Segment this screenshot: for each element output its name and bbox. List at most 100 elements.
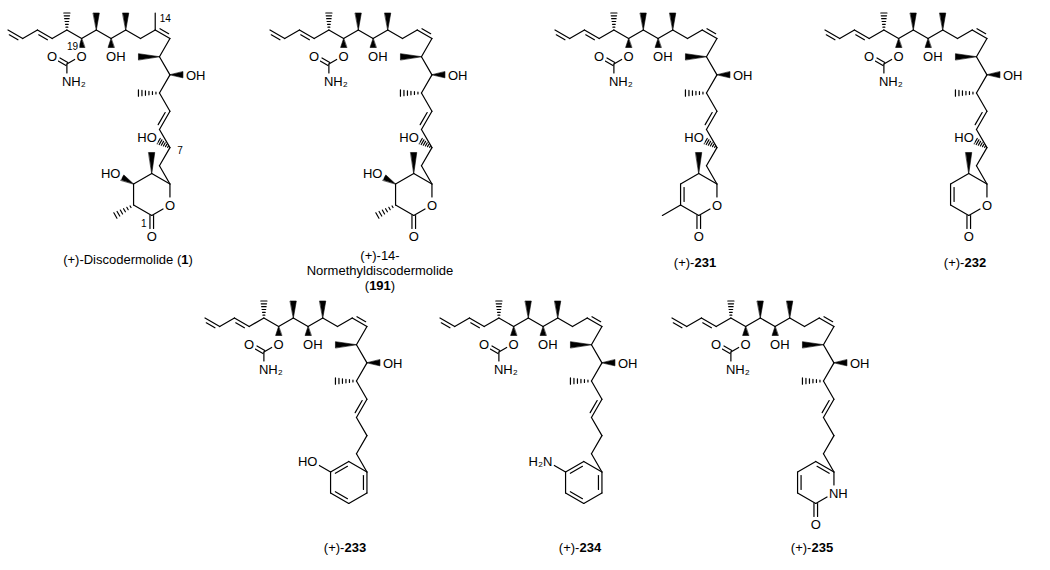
atom-label: O — [146, 230, 158, 243]
bond-line — [856, 35, 865, 40]
bond-line — [986, 184, 987, 197]
atom-label: O — [623, 49, 635, 62]
bond-line — [823, 381, 834, 399]
bond-line — [951, 173, 969, 184]
bond-line — [704, 138, 715, 147]
bond-line — [158, 113, 165, 125]
bond-line — [731, 348, 739, 353]
bond-line — [388, 30, 403, 39]
bond-line — [385, 13, 391, 30]
atom-label: NH — [828, 486, 849, 499]
atom-label: NH₂ — [725, 363, 751, 376]
bond-line — [913, 30, 928, 39]
bond-line — [655, 39, 661, 48]
bond-line — [775, 318, 790, 327]
bond-line — [111, 30, 126, 39]
bond-line — [683, 187, 684, 201]
bond-line — [123, 13, 129, 30]
bond-line — [703, 323, 712, 328]
bond-line — [134, 205, 152, 216]
bond-line — [591, 345, 602, 363]
bond-line — [322, 58, 330, 63]
bond-line — [329, 60, 337, 65]
bond-line — [484, 318, 499, 327]
atom-label: O — [338, 49, 350, 62]
bond-line — [8, 30, 23, 39]
atom-label: NH₂ — [493, 363, 519, 376]
bond-line — [875, 61, 883, 66]
bond-line — [169, 184, 170, 197]
atom-label: HO — [683, 131, 705, 144]
bond-line — [598, 475, 599, 489]
bond-line — [60, 58, 68, 63]
bond-line — [966, 152, 972, 173]
compound-caption: (+)-14- Normethyldiscodermolide (191) — [293, 248, 468, 293]
bond-line — [591, 327, 602, 345]
bond-line — [67, 30, 82, 39]
atom-label: O — [863, 49, 875, 62]
bond-line — [441, 323, 450, 328]
atom-label: O — [308, 49, 320, 62]
bond-line — [96, 30, 111, 39]
bond-line — [974, 138, 985, 147]
bond-line — [499, 318, 514, 327]
bond-line — [599, 30, 614, 39]
bond-line — [367, 360, 380, 366]
compound-caption: (+)-231 — [674, 255, 716, 270]
atom-label: O — [164, 198, 176, 211]
bond-line — [969, 209, 980, 216]
atom-label: OH — [105, 49, 127, 62]
bond-line — [798, 493, 816, 504]
bond-line — [421, 57, 432, 75]
bond-line — [276, 327, 282, 336]
bond-line — [953, 187, 954, 201]
bond-line — [257, 346, 265, 351]
atom-label: OH — [769, 337, 791, 350]
bond-line — [699, 209, 710, 216]
atom-label: NH₂ — [61, 75, 87, 88]
atom-label: HO — [398, 131, 420, 144]
bond-line — [279, 318, 294, 327]
bond-line — [498, 352, 499, 361]
bond-line — [757, 301, 763, 318]
bond-line — [696, 152, 702, 173]
bond-line — [356, 417, 367, 435]
bond-line — [629, 30, 644, 39]
bond-line — [255, 349, 263, 354]
bond-line — [591, 381, 602, 399]
bond-line — [249, 318, 264, 327]
bond-line — [440, 318, 455, 327]
bond-line — [731, 318, 746, 327]
bond-line — [706, 39, 717, 57]
bond-line — [264, 318, 279, 327]
bond-line — [722, 349, 730, 354]
bond-line — [614, 30, 629, 39]
bond-line — [511, 327, 517, 336]
bond-line — [899, 30, 914, 39]
bond-line — [685, 90, 703, 96]
bond-line — [490, 349, 498, 354]
bond-line — [395, 184, 396, 205]
bond-line — [152, 209, 163, 216]
atom-label: OH — [652, 49, 674, 62]
bond-line — [159, 57, 170, 75]
bond-line — [587, 318, 602, 327]
bond-line — [356, 363, 367, 381]
bond-line — [716, 318, 731, 327]
locant-number: 1 — [140, 219, 148, 229]
bond-line — [699, 173, 717, 184]
bond-line — [108, 39, 114, 48]
bond-line — [558, 318, 573, 327]
bond-line — [358, 30, 373, 39]
bond-line — [320, 61, 328, 66]
bond-line — [341, 39, 347, 48]
atom-label: HO — [136, 131, 158, 144]
bond-line — [884, 30, 899, 39]
bond-line — [421, 93, 432, 111]
bond-line — [950, 184, 951, 205]
atom-label: O — [46, 49, 58, 62]
bond-line — [987, 72, 1000, 78]
bond-line — [797, 472, 798, 493]
bond-line — [716, 184, 717, 197]
